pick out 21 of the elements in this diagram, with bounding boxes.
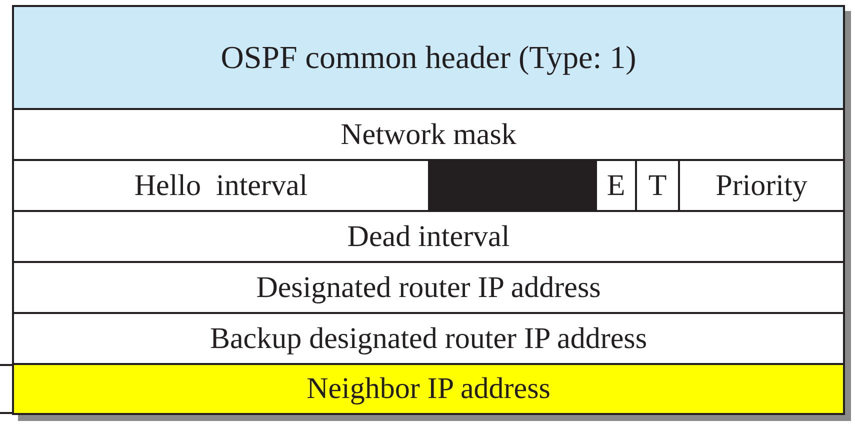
field-cell [12, 312, 845, 365]
highlighted-field [12, 363, 845, 415]
flag-cell [595, 159, 637, 212]
field-cell [12, 108, 845, 161]
field-label: Backup designated router IP address [210, 322, 648, 356]
field-label: Neighbor IP address [306, 372, 550, 406]
field-cell [12, 261, 845, 314]
header-field [12, 5, 845, 110]
field-label: Priority [716, 168, 808, 202]
reserved-field [428, 159, 597, 212]
field-label: T [648, 168, 667, 202]
field-cell [678, 159, 845, 212]
field-label: Designated router IP address [256, 270, 601, 304]
field-label: Hello interval [134, 168, 308, 202]
field-label: Network mask [340, 118, 516, 152]
field-cell [12, 210, 845, 263]
field-label: OSPF common header (Type: 1) [220, 39, 636, 76]
field-label: E [606, 168, 626, 202]
field-cell [12, 159, 430, 212]
flag-cell [635, 159, 680, 212]
field-label: Dead interval [347, 220, 510, 254]
